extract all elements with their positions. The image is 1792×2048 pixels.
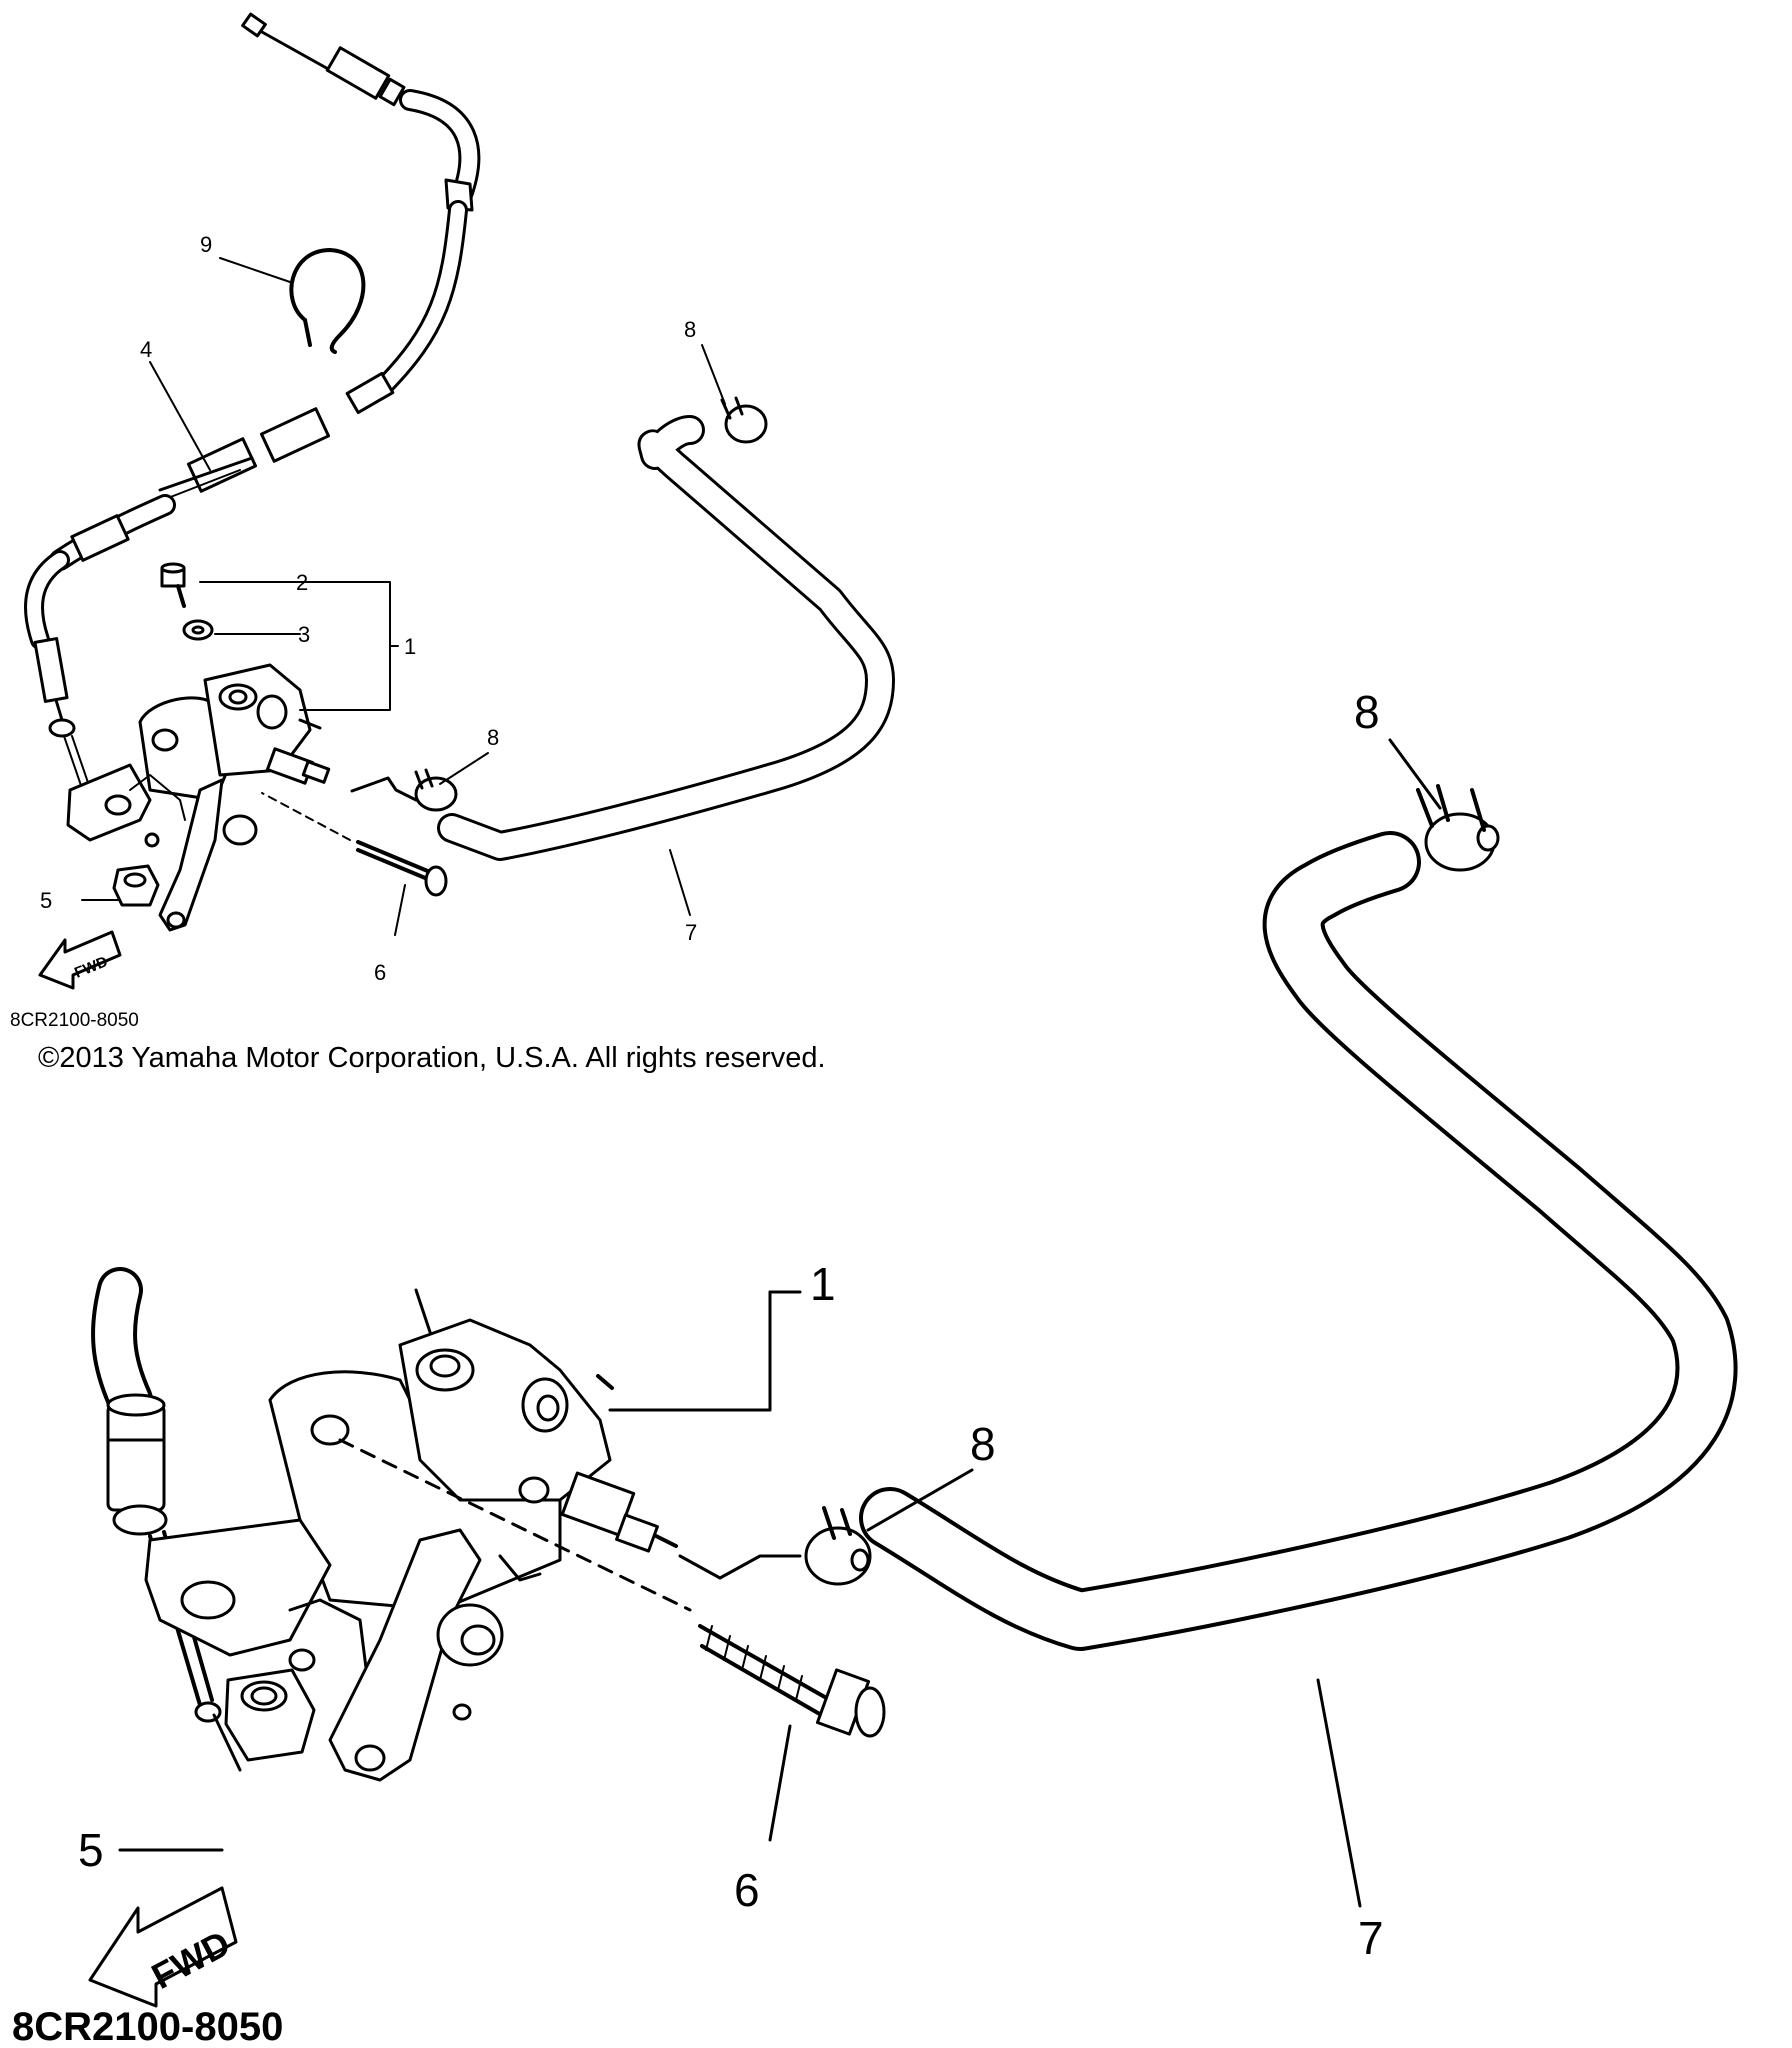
nut-small bbox=[112, 864, 160, 907]
callout-8-large-bottom: 8 bbox=[970, 1418, 996, 1470]
callout-8-large-top: 8 bbox=[1354, 686, 1380, 738]
diagram-code-large: 8CR2100-8050 bbox=[12, 2005, 283, 2048]
hose-clamp-large-top bbox=[1416, 784, 1500, 872]
hose-clamp-large-bottom bbox=[804, 1506, 872, 1586]
callout-9-small: 9 bbox=[200, 232, 212, 257]
bolt-large bbox=[698, 1624, 886, 1738]
throttle-cable-small bbox=[24, 12, 481, 814]
leader-lines-large bbox=[118, 738, 1442, 1908]
fwd-arrow-large: FWD bbox=[88, 1886, 238, 2008]
throttle-cable-large bbox=[91, 1267, 222, 1723]
copyright-notice: ©2013 Yamaha Motor Corporation, U.S.A. A… bbox=[38, 1042, 826, 1074]
oil-hose-large bbox=[859, 831, 1738, 1651]
bolt-small bbox=[261, 792, 448, 897]
cable-clip-small bbox=[289, 248, 366, 354]
callout-3-small: 3 bbox=[298, 622, 310, 647]
callout-1-large: 1 bbox=[810, 1258, 836, 1310]
callout-8-small-bottom: 8 bbox=[487, 725, 499, 750]
screw-small bbox=[160, 562, 186, 608]
callout-5-small: 5 bbox=[40, 888, 52, 913]
small-view: 9 4 2 3 1 8 8 5 6 7 FWD 8CR2100-8050 bbox=[10, 12, 895, 1031]
diagram-code-small: 8CR2100-8050 bbox=[10, 1010, 139, 1031]
callout-7-small: 7 bbox=[685, 920, 697, 945]
callout-7-large: 7 bbox=[1358, 1912, 1384, 1964]
oil-hose-small bbox=[350, 415, 895, 861]
hose-clamp-small-top bbox=[720, 396, 768, 444]
nut-large bbox=[224, 1668, 316, 1762]
leader-lines-small bbox=[81, 257, 726, 936]
callout-6-large: 6 bbox=[734, 1864, 760, 1916]
callout-2-small: 2 bbox=[296, 570, 308, 595]
callout-8-small-top: 8 bbox=[684, 317, 696, 342]
callout-5-large: 5 bbox=[78, 1824, 104, 1876]
oil-pump-large bbox=[144, 1318, 802, 1782]
oil-pump-small bbox=[66, 663, 331, 932]
callout-6-small: 6 bbox=[374, 960, 386, 985]
callout-4-small: 4 bbox=[140, 337, 152, 362]
fwd-arrow-small: FWD bbox=[38, 930, 122, 990]
large-view: 1 8 8 5 6 7 FWD 8CR2100-8050 bbox=[12, 686, 1738, 2048]
hose-clamp-small-bottom bbox=[414, 768, 458, 812]
callout-1-small: 1 bbox=[404, 634, 416, 659]
